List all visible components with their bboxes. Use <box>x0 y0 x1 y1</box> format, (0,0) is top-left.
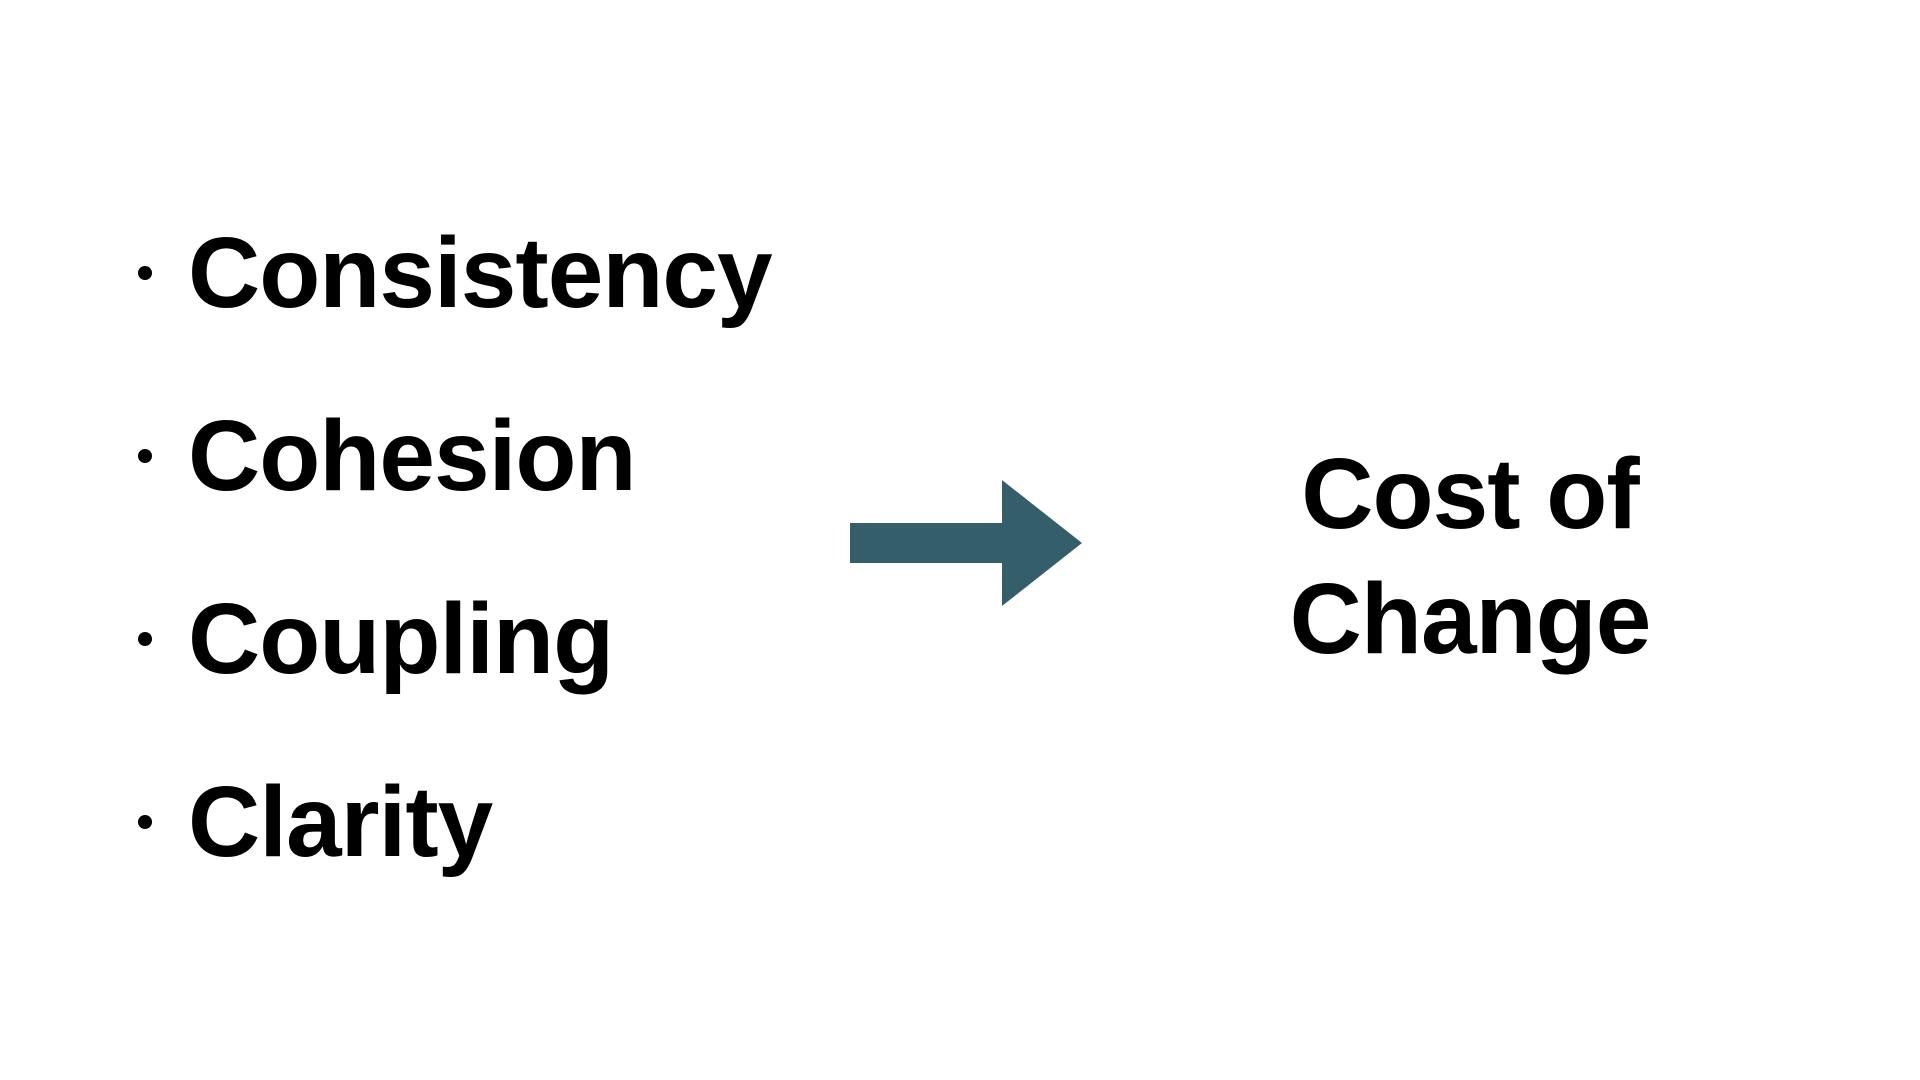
list-item: Consistency <box>138 217 773 329</box>
result-line-1: Cost of <box>1301 438 1639 550</box>
list-item: Cohesion <box>138 401 772 511</box>
result-line-2: Change <box>1289 563 1652 675</box>
factor-label: Consistency <box>188 217 773 329</box>
arrow-shape <box>850 480 1082 606</box>
cost-of-change-label: Cost of Change <box>1235 432 1705 682</box>
list-item: Coupling <box>138 584 772 694</box>
factor-list: Consistency Cohesion Coupling Clarity <box>138 217 773 950</box>
bullet-dot-icon <box>138 815 152 829</box>
right-arrow-icon <box>850 480 1082 606</box>
factor-label: Coupling <box>188 583 614 695</box>
bullet-dot-icon <box>138 632 152 646</box>
factor-label: Cohesion <box>188 400 637 512</box>
factor-label: Clarity <box>188 766 493 878</box>
bullet-dot-icon <box>138 449 152 463</box>
bullet-dot-icon <box>138 266 152 280</box>
list-item: Clarity <box>138 767 772 877</box>
